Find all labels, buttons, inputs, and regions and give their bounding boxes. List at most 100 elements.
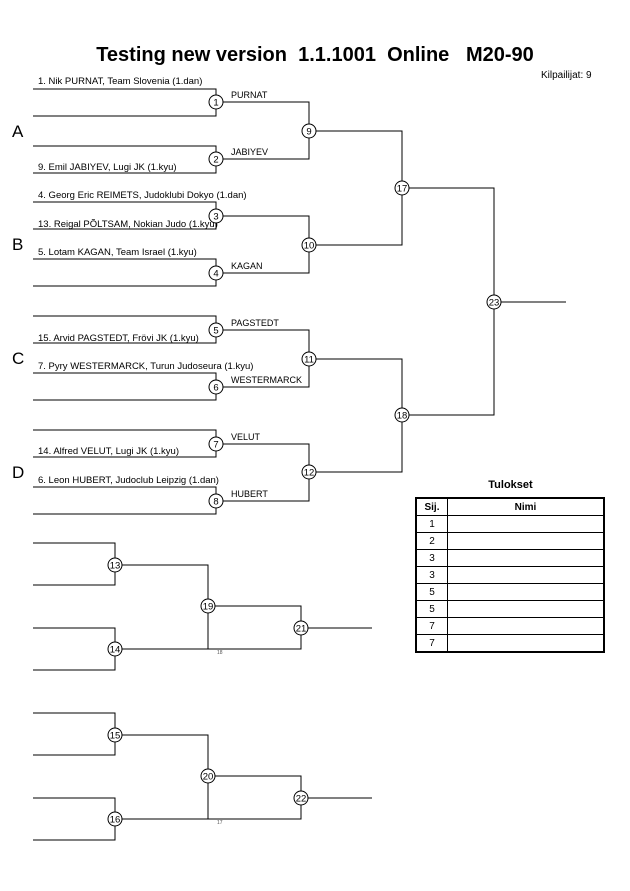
competitor-entry: 15. Arvid PAGSTEDT, Frövi JK (1.kyu) [38, 333, 199, 344]
results-header-row: Sij. Nimi [415, 497, 605, 516]
match-number: 4 [213, 269, 218, 280]
winner-label: WESTERMARCK [231, 375, 302, 385]
table-row: 5 [415, 583, 605, 601]
winner-label: VELUT [231, 432, 261, 442]
match-circle [107, 641, 123, 657]
rank-cell: 7 [415, 617, 448, 635]
match-number: 23 [489, 298, 500, 309]
match-circle [208, 436, 224, 452]
pool-letter: A [12, 122, 24, 141]
name-cell [447, 566, 605, 584]
name-column-header: Nimi [447, 497, 605, 516]
match-circle [200, 768, 216, 784]
table-row: 7 [415, 617, 605, 635]
competitor-entry: 14. Alfred VELUT, Lugi JK (1.kyu) [38, 446, 179, 457]
table-row: 3 [415, 549, 605, 567]
name-cell [447, 532, 605, 550]
match-circle [107, 727, 123, 743]
rank-cell: 5 [415, 600, 448, 618]
competitors-count: Kilpailijat: 9 [541, 70, 592, 81]
match-number: 11 [304, 355, 314, 366]
name-cell [447, 583, 605, 601]
match-number: 10 [304, 241, 315, 252]
competitor-entry: 6. Leon HUBERT, Judoclub Leipzig (1.dan) [38, 475, 219, 486]
table-row: 5 [415, 600, 605, 618]
page-title: Testing new version 1.1.1001 Online M20-… [96, 44, 534, 66]
rank-cell: 3 [415, 566, 448, 584]
match-circle [486, 294, 502, 310]
match-circle [208, 151, 224, 167]
winner-label: PURNAT [231, 90, 268, 100]
match-number: 3 [213, 212, 218, 223]
match-circle [200, 598, 216, 614]
table-row: 3 [415, 566, 605, 584]
match-number: 9 [306, 127, 311, 138]
match-circle [208, 94, 224, 110]
match-circle [208, 265, 224, 281]
match-circle [208, 208, 224, 224]
match-number: 6 [213, 383, 218, 394]
match-number: 18 [397, 411, 408, 422]
match-number: 13 [110, 561, 121, 572]
rank-cell: 2 [415, 532, 448, 550]
table-row: 7 [415, 634, 605, 653]
match-number: 14 [110, 645, 121, 656]
match-circle [107, 557, 123, 573]
name-cell [447, 634, 605, 653]
match-circle [208, 322, 224, 338]
match-circle [208, 493, 224, 509]
competitor-entry: 1. Nik PURNAT, Team Slovenia (1.dan) [38, 76, 202, 87]
pool-letter: B [12, 235, 23, 254]
match-number: 20 [203, 772, 214, 783]
competitor-entry: 4. Georg Eric REIMETS, Judoklubi Dokyo (… [38, 190, 247, 201]
match-circle [301, 237, 317, 253]
match-number: 17 [397, 184, 408, 195]
pool-letter: C [12, 349, 24, 368]
name-cell [447, 617, 605, 635]
results-panel: Tulokset Sij. Nimi 1 2 3 3 5 5 7 7 [415, 478, 606, 653]
match-number: 8 [213, 497, 218, 508]
competitor-entry: 9. Emil JABIYEV, Lugi JK (1.kyu) [38, 162, 177, 173]
table-row: 2 [415, 532, 605, 550]
rank-cell: 7 [415, 634, 448, 653]
match-number: 21 [296, 624, 307, 635]
match-circle [293, 620, 309, 636]
name-cell [447, 600, 605, 618]
name-cell [447, 515, 605, 533]
results-table: Sij. Nimi 1 2 3 3 5 5 7 7 [415, 497, 605, 653]
match-circle [394, 407, 410, 423]
winner-label: KAGAN [231, 261, 263, 271]
match-number: 1 [213, 98, 218, 109]
match-number: 5 [213, 326, 218, 337]
table-row: 1 [415, 515, 605, 533]
rank-cell: 3 [415, 549, 448, 567]
match-number: 2 [213, 155, 218, 166]
name-cell [447, 549, 605, 567]
winner-label: JABIYEV [231, 147, 268, 157]
competitor-entry: 5. Lotam KAGAN, Team Israel (1.kyu) [38, 247, 197, 258]
pool-letter: D [12, 463, 24, 482]
match-number: 7 [213, 440, 218, 451]
winner-label: HUBERT [231, 489, 268, 499]
match-circle [107, 811, 123, 827]
rank-cell: 5 [415, 583, 448, 601]
match-circle [394, 180, 410, 196]
match-circle [301, 464, 317, 480]
match-number: 22 [296, 794, 307, 805]
match-number: 19 [203, 602, 214, 613]
match-circle [293, 790, 309, 806]
results-title: Tulokset [488, 479, 533, 491]
match-number: 16 [110, 815, 121, 826]
match-circle [301, 123, 317, 139]
match-circle [301, 351, 317, 367]
rank-column-header: Sij. [415, 497, 448, 516]
match-number: 15 [110, 731, 121, 742]
winner-label: PAGSTEDT [231, 318, 279, 328]
match-number: 12 [304, 468, 315, 479]
competitor-entry: 7. Pyry WESTERMARCK, Turun Judoseura (1.… [38, 361, 253, 372]
source-match-label: 18 [217, 650, 223, 656]
match-circle [208, 379, 224, 395]
competitor-entry: 13. Reigal PÕLTSAM, Nokian Judo (1.kyu) [38, 219, 218, 230]
rank-cell: 1 [415, 515, 448, 533]
